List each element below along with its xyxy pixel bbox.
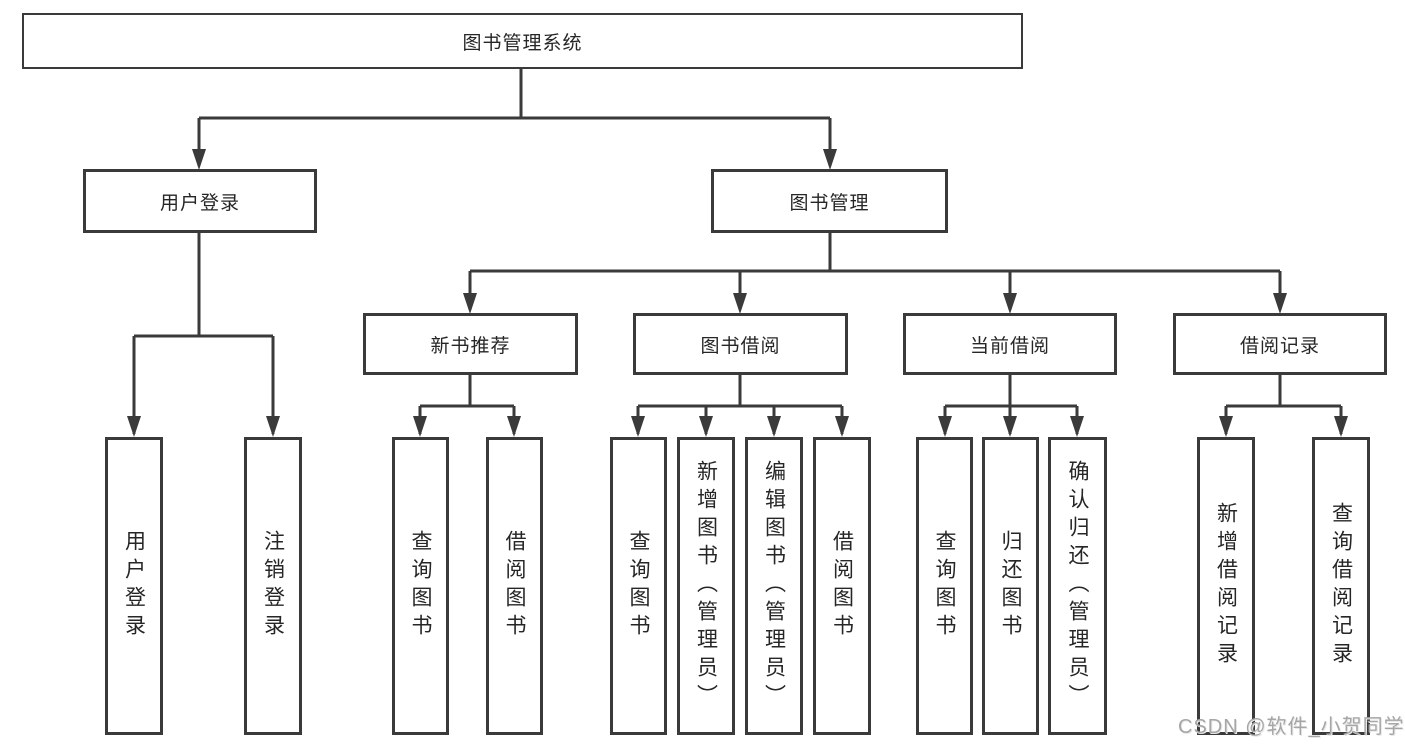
node-new-book-recommend: 新书推荐: [363, 313, 578, 375]
node-book-borrowing: 图书借阅: [633, 313, 848, 375]
leaf-borrow-books-label: 借阅图书: [830, 530, 854, 642]
leaf-confirm-return-admin: 确认归还（管理员）: [1048, 437, 1107, 735]
leaf-query-books-borrowing-label: 查询图书: [627, 530, 650, 642]
node-book-management-module-label: 图书管理: [789, 192, 870, 214]
leaf-add-borrow-record: 新增借阅记录: [1197, 437, 1255, 735]
leaf-return-books: 归还图书: [982, 437, 1039, 735]
leaf-query-borrow-record: 查询借阅记录: [1312, 437, 1370, 735]
leaf-edit-book-admin: 编辑图书（管理员）: [745, 437, 803, 735]
leaf-query-books-current: 查询图书: [916, 437, 973, 735]
leaf-query-books-borrowing: 查询图书: [610, 437, 667, 735]
leaf-borrow-books-recommend: 借阅图书: [486, 437, 543, 735]
node-book-borrowing-label: 图书借阅: [700, 335, 781, 357]
node-current-borrowing-label: 当前借阅: [969, 335, 1050, 357]
leaf-return-books-label: 归还图书: [999, 530, 1022, 642]
leaf-query-books-recommend-label: 查询图书: [409, 530, 432, 642]
node-borrowing-records-label: 借阅记录: [1239, 335, 1320, 357]
node-user-login-module-label: 用户登录: [159, 192, 240, 214]
node-system-root: 图书管理系统: [22, 13, 1023, 69]
leaf-user-login: 用户登录: [105, 437, 163, 735]
node-current-borrowing: 当前借阅: [903, 313, 1117, 375]
leaf-confirm-return-admin-label: 确认归还（管理员）: [1066, 460, 1089, 712]
node-system-root-label: 图书管理系统: [462, 32, 583, 54]
node-user-login-module: 用户登录: [83, 169, 317, 233]
leaf-query-books-recommend: 查询图书: [392, 437, 449, 735]
node-borrowing-records: 借阅记录: [1173, 313, 1387, 375]
leaf-borrow-books: 借阅图书: [813, 437, 871, 735]
leaf-add-borrow-record-label: 新增借阅记录: [1214, 502, 1238, 670]
leaf-add-book-admin: 新增图书（管理员）: [677, 437, 735, 735]
node-new-book-recommend-label: 新书推荐: [430, 335, 511, 357]
csdn-watermark: CSDN @软件_小贺同学: [1178, 716, 1405, 738]
node-book-management-module: 图书管理: [711, 169, 948, 233]
leaf-logout-label: 注销登录: [261, 530, 285, 642]
leaf-add-book-admin-label: 新增图书（管理员）: [694, 460, 718, 712]
leaf-query-books-current-label: 查询图书: [933, 530, 956, 642]
leaf-user-login-label: 用户登录: [122, 530, 146, 642]
leaf-borrow-books-recommend-label: 借阅图书: [503, 530, 526, 642]
tree-edges: [132, 69, 1343, 434]
leaf-logout: 注销登录: [244, 437, 302, 735]
leaf-edit-book-admin-label: 编辑图书（管理员）: [762, 460, 786, 712]
leaf-query-borrow-record-label: 查询借阅记录: [1329, 502, 1353, 670]
